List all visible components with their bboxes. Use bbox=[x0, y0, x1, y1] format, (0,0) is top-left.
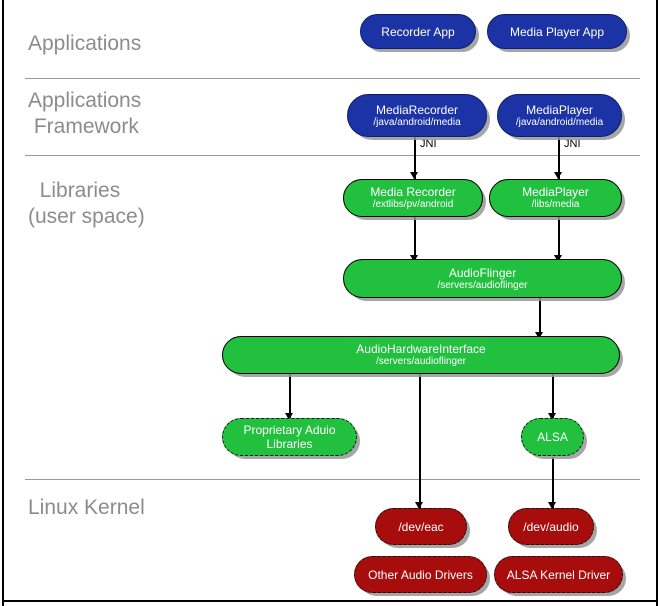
edge-label-jni-player: JNI bbox=[564, 138, 581, 150]
node-recorder-app-title: Recorder App bbox=[381, 24, 455, 39]
frame-left-border bbox=[2, 0, 4, 606]
edge-label-jni-recorder: JNI bbox=[420, 138, 437, 150]
node-mediaplayer-framework-title: MediaPlayer bbox=[526, 102, 593, 117]
connector-audioflinger-to-audiohardwareinterface bbox=[539, 297, 541, 339]
layer-label-linux-kernel: Linux Kernel bbox=[28, 496, 145, 519]
layer-label-libraries: Libraries (user space) bbox=[28, 179, 145, 228]
connector-ahi-to-alsa bbox=[552, 373, 554, 420]
node-audioflinger-title: AudioFlinger bbox=[448, 265, 517, 280]
frame-bottom-border bbox=[2, 600, 658, 602]
divider-applications bbox=[25, 78, 640, 79]
node-mediarecorder-framework-path: /java/android/media bbox=[373, 116, 461, 128]
arrowhead-ahi-to-dev-eac bbox=[415, 502, 423, 509]
connector-ahi-to-dev-eac bbox=[419, 373, 421, 509]
layer-label-applications: Applications bbox=[28, 32, 142, 55]
connector-alsa-to-dev-audio bbox=[552, 457, 554, 509]
connector-mediaplayerlib-to-audioflinger bbox=[558, 216, 560, 263]
node-other-audio-drivers-title: Other Audio Drivers bbox=[368, 567, 473, 582]
node-audioflinger-path: /servers/audioflinger bbox=[437, 279, 528, 291]
divider-linux-kernel bbox=[25, 479, 640, 480]
node-mediaplayer-library-path: /libs/media bbox=[531, 199, 580, 210]
node-audioflinger[interactable]: AudioFlinger /servers/audioflinger bbox=[343, 259, 622, 298]
node-proprietary-audio-libraries-subtitle: Libraries bbox=[266, 437, 313, 451]
node-other-audio-drivers[interactable]: Other Audio Drivers bbox=[354, 556, 487, 593]
node-dev-audio[interactable]: /dev/audio bbox=[508, 508, 594, 545]
frame-right-border bbox=[656, 0, 658, 606]
connector-mediarecorder-to-lib bbox=[414, 137, 416, 179]
node-media-recorder-library-title: Media Recorder bbox=[370, 185, 456, 199]
node-alsa-title: ALSA bbox=[537, 430, 568, 444]
node-mediaplayer-library[interactable]: MediaPlayer /libs/media bbox=[489, 179, 622, 217]
arrowhead-ahi-to-proprietary-libs bbox=[285, 413, 293, 420]
node-audiohardwareinterface-path: /servers/audioflinger bbox=[375, 356, 467, 367]
arrowhead-alsa-to-dev-audio bbox=[548, 502, 556, 509]
node-alsa-kernel-driver-title: ALSA Kernel Driver bbox=[506, 567, 611, 582]
node-mediarecorder-framework[interactable]: MediaRecorder /java/android/media bbox=[347, 94, 487, 137]
node-audiohardwareinterface-title: AudioHardwareInterface bbox=[356, 342, 486, 356]
connector-ahi-to-proprietary-libs bbox=[289, 373, 291, 420]
node-dev-eac[interactable]: /dev/eac bbox=[375, 508, 467, 545]
node-alsa[interactable]: ALSA bbox=[521, 418, 584, 456]
node-media-recorder-library[interactable]: Media Recorder /extlibs/pv/android bbox=[343, 179, 483, 217]
node-recorder-app[interactable]: Recorder App bbox=[360, 14, 476, 49]
connector-mediaplayer-to-lib bbox=[558, 137, 560, 179]
node-dev-audio-title: /dev/audio bbox=[523, 519, 579, 534]
node-alsa-kernel-driver[interactable]: ALSA Kernel Driver bbox=[494, 556, 623, 593]
connector-mediarecorderlib-to-audioflinger bbox=[414, 216, 416, 263]
divider-framework bbox=[25, 155, 640, 156]
node-media-player-app-title: Media Player App bbox=[509, 24, 605, 39]
layer-label-applications-framework: Applications Framework bbox=[28, 89, 142, 138]
node-proprietary-audio-libraries-title: Proprietary Aduio bbox=[243, 423, 336, 437]
node-dev-eac-title: /dev/eac bbox=[398, 519, 444, 534]
node-mediaplayer-framework-path: /java/android/media bbox=[515, 116, 604, 128]
arrowhead-ahi-to-alsa bbox=[548, 413, 556, 420]
arrowhead-mediarecorder-to-lib bbox=[410, 172, 418, 179]
arrowhead-mediaplayer-to-lib bbox=[554, 172, 562, 179]
node-proprietary-audio-libraries[interactable]: Proprietary Aduio Libraries bbox=[222, 418, 357, 456]
node-media-recorder-library-path: /extlibs/pv/android bbox=[372, 199, 454, 210]
node-audiohardwareinterface[interactable]: AudioHardwareInterface /servers/audiofli… bbox=[222, 336, 620, 374]
node-mediaplayer-framework[interactable]: MediaPlayer /java/android/media bbox=[497, 94, 622, 137]
node-mediarecorder-framework-title: MediaRecorder bbox=[375, 102, 459, 117]
node-mediaplayer-library-title: MediaPlayer bbox=[522, 185, 589, 199]
node-media-player-app[interactable]: Media Player App bbox=[487, 14, 627, 49]
